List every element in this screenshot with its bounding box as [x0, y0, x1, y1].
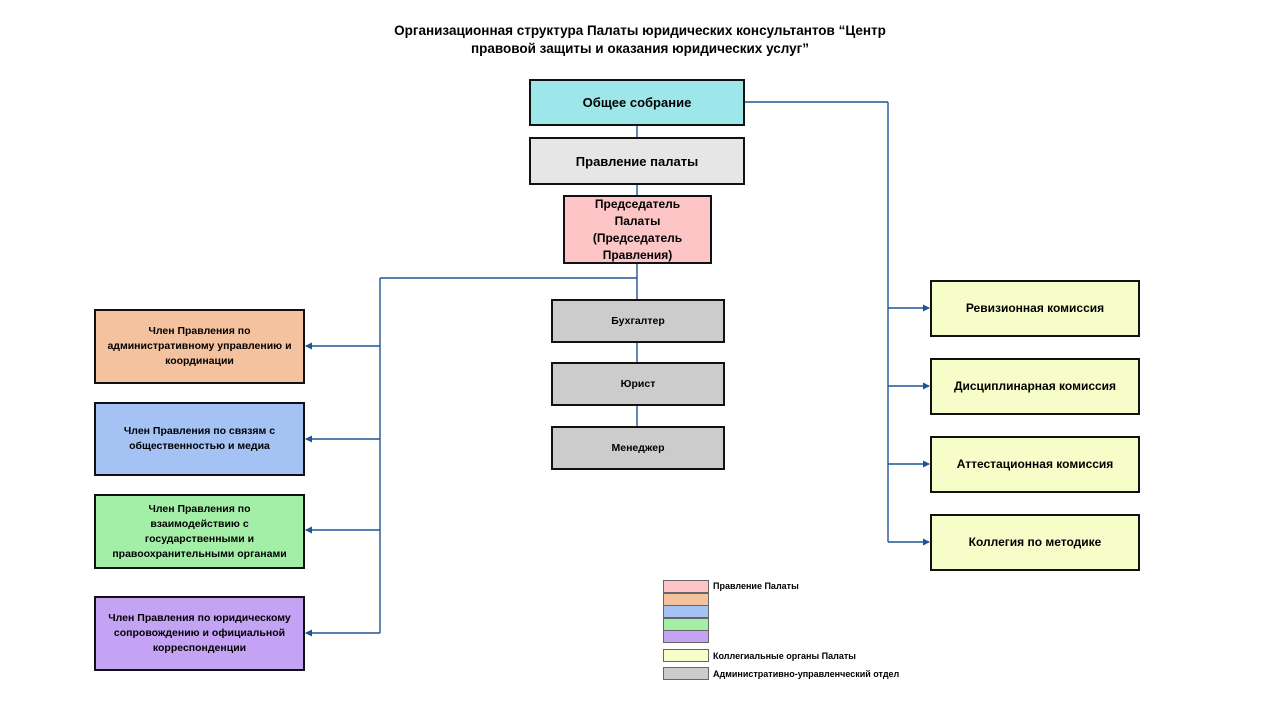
board-box: Правление палаты — [529, 137, 745, 185]
legend-label-board: Правление Палаты — [713, 581, 799, 591]
legend-swatch-collegial — [663, 649, 709, 662]
legend-swatch-pr-member — [663, 605, 709, 618]
manager-label: Менеджер — [611, 441, 665, 454]
attestation-commission-box: Аттестационная комиссия — [930, 436, 1140, 493]
accountant-label: Бухгалтер — [611, 314, 665, 327]
member-admin-label: Член Правления по административному упра… — [107, 325, 292, 367]
general-meeting-label: Общее собрание — [582, 95, 692, 110]
audit-commission-box: Ревизионная комиссия — [930, 280, 1140, 337]
legend-swatch-chair — [663, 580, 709, 593]
disciplinary-commission-label: Дисциплинарная комиссия — [953, 379, 1117, 393]
member-pr-box: Член Правления по связям с общественност… — [94, 402, 305, 476]
attestation-commission-label: Аттестационная комиссия — [956, 457, 1114, 471]
lawyer-box: Юрист — [551, 362, 725, 406]
methodology-board-box: Коллегия по методике — [930, 514, 1140, 571]
member-legal-label: Член Правления по юридическому сопровожд… — [108, 612, 291, 654]
title-line-1: Организационная структура Палаты юридиче… — [394, 23, 886, 38]
member-gov-label: Член Правления по взаимодействию с госуд… — [112, 502, 287, 560]
methodology-board-label: Коллегия по методике — [968, 535, 1102, 549]
lawyer-label: Юрист — [620, 377, 656, 390]
member-pr-label: Член Правления по связям с общественност… — [123, 425, 276, 452]
member-admin-box: Член Правления по административному упра… — [94, 309, 305, 384]
legend-label-admin: Административно-управленческий отдел — [713, 669, 900, 679]
member-gov-box: Член Правления по взаимодействию с госуд… — [94, 494, 305, 569]
title-line-2: правовой защиты и оказания юридических у… — [470, 41, 810, 56]
legend-swatch-admin — [663, 667, 709, 680]
general-meeting-box: Общее собрание — [529, 79, 745, 126]
legend-swatch-legal-member — [663, 630, 709, 643]
disciplinary-commission-box: Дисциплинарная комиссия — [930, 358, 1140, 415]
chair-box: Председатель Палаты (Председатель Правле… — [563, 195, 712, 264]
board-label: Правление палаты — [575, 153, 699, 169]
legend-label-collegial: Коллегиальные органы Палаты — [713, 651, 856, 661]
chair-label: Председатель Палаты (Председатель Правле… — [592, 196, 683, 262]
manager-box: Менеджер — [551, 426, 725, 470]
member-legal-box: Член Правления по юридическому сопровожд… — [94, 596, 305, 671]
chart-title: Организационная структура Палаты юридиче… — [340, 22, 940, 58]
accountant-box: Бухгалтер — [551, 299, 725, 343]
audit-commission-label: Ревизионная комиссия — [965, 301, 1105, 315]
